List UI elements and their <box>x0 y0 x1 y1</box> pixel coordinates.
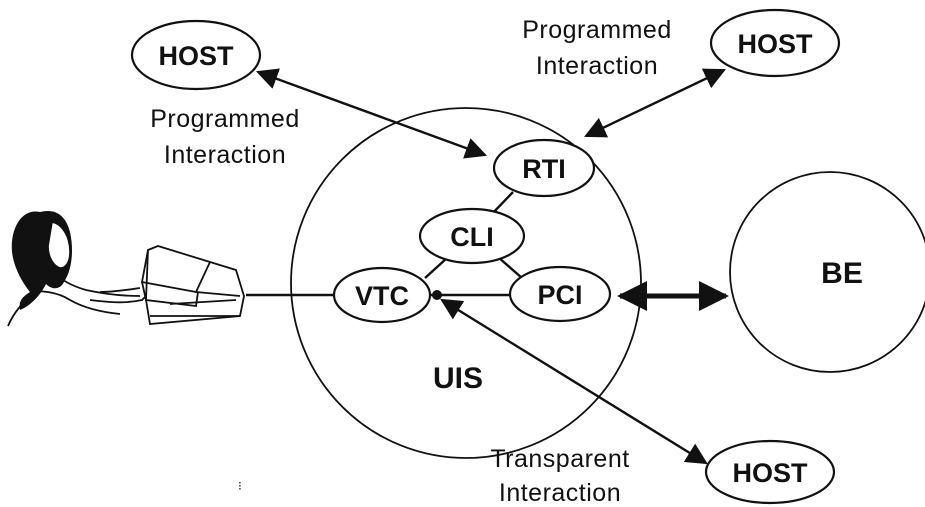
host-rti-right-arrow <box>584 68 726 138</box>
user-at-terminal-illustration <box>7 210 245 327</box>
vtc-junction-dot <box>432 290 442 300</box>
uis-label: UIS <box>433 362 483 395</box>
scan-speck: ⁝ <box>238 479 242 493</box>
host-rti-left-arrow <box>255 68 488 159</box>
rti-node: RTI <box>492 138 596 198</box>
transparent-interaction-line2: Interaction <box>499 479 621 507</box>
vtc-host-transparent-arrow <box>440 298 708 465</box>
cli-label: CLI <box>450 222 494 252</box>
host-node-top-right: HOST <box>709 8 841 78</box>
programmed-interaction-right-line1: Programmed <box>522 16 672 44</box>
cli-node: CLI <box>418 207 526 265</box>
rti-label: RTI <box>522 154 566 184</box>
host-node-top-left: HOST <box>130 19 262 91</box>
host-node-bottom-right: HOST <box>704 439 836 505</box>
programmed-interaction-left-line1: Programmed <box>150 105 300 133</box>
transparent-interaction-line1: Transparent <box>490 445 629 473</box>
be-label: BE <box>821 257 863 290</box>
pci-label: PCI <box>537 280 582 310</box>
be-circle <box>729 171 925 373</box>
pci-node: PCI <box>508 265 612 323</box>
programmed-interaction-right-line2: Interaction <box>536 52 658 80</box>
vtc-node: VTC <box>332 266 432 324</box>
person-icon <box>7 210 147 327</box>
vtc-cli-link <box>424 257 448 279</box>
cli-pci-link <box>497 256 523 279</box>
host-label: HOST <box>158 41 234 71</box>
host-label: HOST <box>737 29 813 59</box>
host-label: HOST <box>732 458 808 488</box>
vtc-label: VTC <box>355 281 409 311</box>
terminal-icon <box>140 245 245 325</box>
programmed-interaction-left-line2: Interaction <box>164 141 286 169</box>
